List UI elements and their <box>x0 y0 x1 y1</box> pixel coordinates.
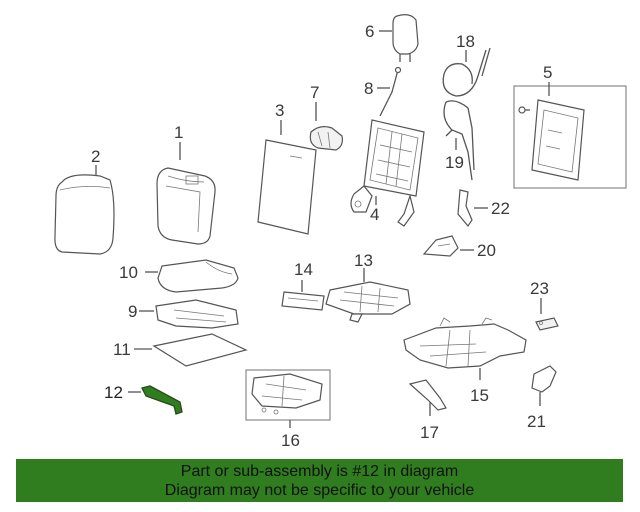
part-1-shape[interactable] <box>156 167 216 245</box>
callout-5[interactable]: 5 <box>543 63 552 82</box>
callout-21[interactable]: 21 <box>527 412 546 431</box>
info-banner: Part or sub-assembly is #12 in diagram D… <box>16 459 623 502</box>
part-17-shape[interactable] <box>408 379 447 411</box>
part-15-shape[interactable] <box>403 317 527 369</box>
part-9-shape[interactable] <box>155 299 239 329</box>
callout-20[interactable]: 20 <box>477 241 496 260</box>
part-8-shape[interactable] <box>379 66 402 117</box>
callout-14[interactable]: 14 <box>294 260 313 279</box>
callout-12[interactable]: 12 <box>104 383 123 402</box>
callout-15[interactable]: 15 <box>470 386 489 405</box>
callout-18[interactable]: 18 <box>456 32 475 51</box>
callout-4[interactable]: 4 <box>370 205 379 224</box>
callout-9[interactable]: 9 <box>128 302 137 321</box>
banner-line-part-number: Part or sub-assembly is #12 in diagram <box>180 463 459 480</box>
callout-3[interactable]: 3 <box>275 101 284 120</box>
part-13-shape[interactable] <box>325 281 411 323</box>
callout-1[interactable]: 1 <box>174 123 183 142</box>
callout-11[interactable]: 11 <box>113 340 131 359</box>
callout-16[interactable]: 16 <box>281 431 300 450</box>
part-11-shape[interactable] <box>152 333 248 367</box>
callout-22[interactable]: 22 <box>491 199 510 218</box>
callout-2[interactable]: 2 <box>91 147 100 166</box>
part-23-shape[interactable] <box>535 317 559 331</box>
part-5-box <box>513 85 627 189</box>
part-19-shape[interactable] <box>443 100 475 181</box>
callout-13[interactable]: 13 <box>354 251 373 270</box>
part-2-shape[interactable] <box>54 174 115 255</box>
callout-19[interactable]: 19 <box>445 153 464 172</box>
part-3-shape[interactable] <box>257 139 317 235</box>
callout-10[interactable]: 10 <box>119 263 138 282</box>
part-16-box <box>245 369 331 421</box>
part-10-shape[interactable] <box>157 259 239 293</box>
part-21-shape[interactable] <box>531 365 557 393</box>
callout-23[interactable]: 23 <box>530 279 549 298</box>
part-6-shape[interactable] <box>392 14 419 62</box>
part-5-shape[interactable] <box>518 99 585 181</box>
callout-6[interactable]: 6 <box>365 22 374 41</box>
part-16-shape[interactable] <box>251 373 323 415</box>
callout-17[interactable]: 17 <box>420 423 439 442</box>
callout-7[interactable]: 7 <box>310 83 319 102</box>
part-20-shape[interactable] <box>422 235 459 257</box>
part-18-shape[interactable] <box>442 47 491 97</box>
part-4-shape[interactable] <box>350 119 425 227</box>
part-12-highlighted-shape[interactable] <box>141 385 183 415</box>
part-14-shape[interactable] <box>281 291 325 311</box>
part-7-shape[interactable] <box>309 126 343 151</box>
callout-8[interactable]: 8 <box>364 79 373 98</box>
part-22-shape[interactable] <box>457 189 473 228</box>
banner-line-disclaimer: Diagram may not be specific to your vehi… <box>164 482 475 499</box>
